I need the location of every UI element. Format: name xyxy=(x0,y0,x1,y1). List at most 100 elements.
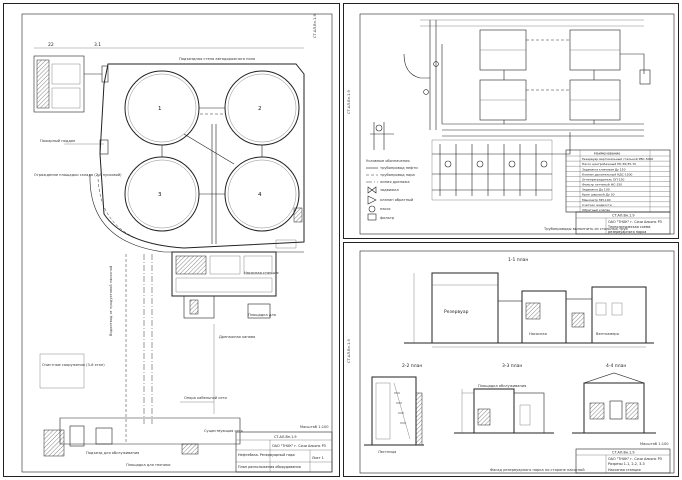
bottom-unit-2 xyxy=(69,425,85,447)
br-stamp-org: ОАО "ТНХК" г. Сочи Альянс РЗ xyxy=(608,457,662,461)
tank-2[interactable]: 2 xyxy=(224,70,300,146)
legend-title: Условные обозначения xyxy=(366,159,410,163)
section-1-title: 1-1 план xyxy=(508,257,528,263)
br-stamp-title1: Разрезы 1-1, 2-2, 3-3 xyxy=(608,462,645,466)
tank-interconnect xyxy=(161,107,263,195)
equipment-room-2 xyxy=(51,87,81,109)
left-title-block: СТ.АЛ.Вн.1.9 ОАО "ТНХК" г. Сочи Альянс Р… xyxy=(235,431,333,473)
pump-house[interactable] xyxy=(171,251,277,319)
tank-1[interactable]: 1 xyxy=(124,70,200,146)
left-scale: Масштаб 1:100 xyxy=(300,425,329,429)
valve-symbol xyxy=(423,89,429,95)
section-2 xyxy=(364,376,424,446)
section-3-title: 3-3 план xyxy=(502,363,522,369)
utility-lines xyxy=(143,254,153,424)
legend-item: трубопровод нефти xyxy=(380,166,418,170)
spec-table-title: Наименование xyxy=(594,152,620,156)
tank-2-number: 2 xyxy=(258,106,262,112)
main-riser xyxy=(429,20,443,130)
br-frame xyxy=(359,250,675,474)
tr-stamp-title1: Технологическая схема xyxy=(607,225,650,229)
tank-4[interactable]: 4 xyxy=(224,156,300,232)
annex-box xyxy=(247,303,271,319)
br-bottom-note: Фасад резервуарного парка по стороне нас… xyxy=(490,468,585,472)
left-stamp-org: ОАО "ТНХК" г. Сочи Альянс РЗ xyxy=(272,444,326,448)
legend: Условные обозначения трубопровод нефти т… xyxy=(366,159,418,221)
section-3-platform-label: Площадка обслуживания xyxy=(478,384,526,388)
section-1 xyxy=(404,272,654,348)
br-code-top: СТ.АЛ.Вн.1.9 xyxy=(347,338,351,363)
equipment-room xyxy=(51,63,81,85)
bottom-left-label: Подъезд для обслуживания xyxy=(86,451,139,455)
section-1-pump-label: Насосная xyxy=(529,332,547,336)
main-pipes xyxy=(183,124,235,244)
fire-station-label: Пожарный поддон xyxy=(40,139,76,143)
sections-drawing: СТ.АЛ.Вн.1.9 1-1 план Резервуар Насосная… xyxy=(347,250,675,474)
site-plan-sheet: СТ.АЛ.Вн.1.9 22 3.1 Подъездная стена авт… xyxy=(3,3,340,477)
tr-title-block: СТ.АЛ.Вн.1.9 ОАО "ТНХК" г. Сочи Альянс Р… xyxy=(575,211,671,235)
tr-note: Трубопроводы выполнить из стальных труб xyxy=(543,227,629,231)
scheme-tanks-lower xyxy=(479,79,621,121)
left-code-top: СТ.АЛ.Вн.1.9 xyxy=(313,13,317,38)
spec-table: Наименование Резервуар вертикальный стал… xyxy=(565,149,671,213)
fire-box xyxy=(99,139,109,155)
drawing-frame xyxy=(21,13,333,473)
tank-3[interactable]: 3 xyxy=(124,156,200,232)
bottom-unit-1 xyxy=(43,429,65,457)
section-1-vent-label: Венткамера xyxy=(596,332,619,336)
equipment-block xyxy=(33,55,85,113)
dim-text: 3.1 xyxy=(94,42,101,48)
spec-table-row: Обратный клапан xyxy=(582,208,610,212)
legend-item: клапан обратный xyxy=(380,198,414,202)
section-4 xyxy=(572,372,656,434)
process-scheme-sheet: СТ.АЛ.Вн.1.9 xyxy=(343,3,679,239)
spec-table-row: Насос центробежный НК 65/35-70 xyxy=(582,162,636,166)
br-title-block: СТ.АЛ.Вн.1.9 ОАО "ТНХК" г. Сочи Альянс Р… xyxy=(575,448,671,474)
tank-risers xyxy=(503,70,595,124)
section-2-title: 2-2 план xyxy=(402,363,422,369)
bottom-unit-3 xyxy=(95,427,113,445)
treatment-label: Очистные сооружения (3-й этап) xyxy=(42,363,105,367)
detail-pump xyxy=(375,124,383,132)
treatment-area xyxy=(39,353,85,389)
bottom-mid-label: Площадка для техники xyxy=(126,463,171,467)
existing-label: Существующая сеть xyxy=(204,429,243,433)
sections-sheet: СТ.АЛ.Вн.1.9 1-1 план Резервуар Насосная… xyxy=(343,242,679,477)
spec-table-row: Манометр МП-100 xyxy=(582,198,611,202)
legend-item: задвижка xyxy=(380,188,399,192)
tr-frame xyxy=(359,13,675,235)
pump-house-label: Насосная станция xyxy=(244,271,278,275)
valve-symbol xyxy=(433,61,439,67)
manifold-outlet xyxy=(552,132,571,155)
inner-road xyxy=(97,173,165,247)
section-3 xyxy=(454,388,554,434)
header-lines xyxy=(420,19,644,27)
detail-node xyxy=(370,122,394,150)
legend-item: трубопровод пара xyxy=(380,173,415,177)
right-unit xyxy=(293,207,303,223)
section-2-stairs-label: Лестница xyxy=(378,450,396,454)
legend-item: фильтр xyxy=(380,216,395,220)
left-stamp-title1: Нефтебаза. Резервуарный парк xyxy=(238,453,295,457)
legend-item: насос xyxy=(380,207,391,211)
dim-text: 22 xyxy=(48,42,54,48)
collector-pipes xyxy=(442,123,644,137)
process-scheme-drawing: СТ.АЛ.Вн.1.9 xyxy=(347,13,675,235)
tr-stamp-title2: резервуарного парка xyxy=(608,230,646,234)
spec-table-row: Кран шаровой Ду 50 xyxy=(582,193,615,197)
spec-table-row: Клапан дыхательный КДС-1500 xyxy=(582,172,633,176)
spec-table-row: Задвижка клиновая Ду 150 xyxy=(582,167,626,171)
power-line-label: Опора кабельной сети xyxy=(184,396,228,400)
br-stamp-title2: Насосная станция xyxy=(608,468,641,472)
spec-table-row: Огнепреградитель ОП-150 xyxy=(582,177,625,181)
spec-table-row: Счетчик жидкости xyxy=(582,203,612,207)
tr-stamp-org: ОАО "ТНХК" г. Сочи Альянс РЗ xyxy=(608,220,662,224)
tank-4-number: 4 xyxy=(258,192,262,198)
section-1-tank-label: Резервуар xyxy=(444,309,469,315)
equipment-hatch xyxy=(36,59,50,109)
site-plan-drawing: СТ.АЛ.Вн.1.9 22 3.1 Подъездная стена авт… xyxy=(21,13,333,473)
valve-box xyxy=(101,65,109,83)
right-filter xyxy=(639,69,651,85)
inlet-curve xyxy=(403,53,430,79)
br-stamp-code: СТ.АЛ.Вн.1.9 xyxy=(612,451,634,455)
